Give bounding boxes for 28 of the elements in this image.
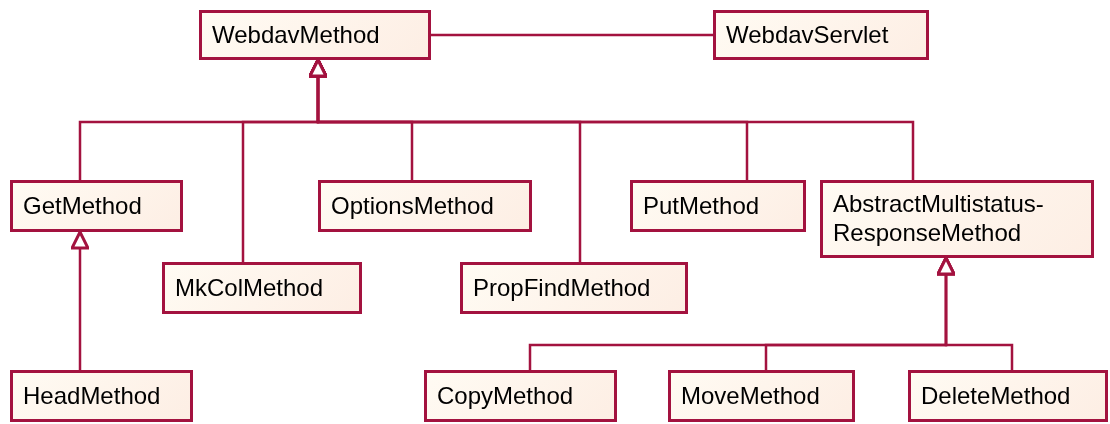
class-box <box>162 262 362 314</box>
class-box <box>10 370 193 422</box>
class-box <box>820 180 1094 258</box>
class-box <box>199 10 431 60</box>
class-box <box>713 10 929 60</box>
class-name: WebdavServlet <box>726 20 890 50</box>
inheritance-arrow <box>936 256 1014 370</box>
class-name: PropFindMethod <box>473 273 652 303</box>
class-name: MkColMethod <box>175 273 325 303</box>
class-box <box>424 370 617 422</box>
class-name: OptionsMethod <box>331 191 495 221</box>
class-name: WebdavMethod <box>212 20 381 50</box>
class-name: HeadMethod <box>23 381 162 411</box>
class-box <box>318 180 532 232</box>
class-box <box>668 370 855 422</box>
class-name: AbstractMultistatus- ResponseMethod <box>833 190 1045 248</box>
class-box <box>908 370 1108 422</box>
class-box <box>10 180 183 232</box>
inheritance-arrow <box>308 58 915 180</box>
inheritance-arrow <box>70 230 90 370</box>
association-line <box>431 33 713 37</box>
class-name: DeleteMethod <box>921 381 1072 411</box>
class-name: MoveMethod <box>681 381 821 411</box>
class-box <box>630 180 806 232</box>
class-box <box>460 262 688 314</box>
class-name: CopyMethod <box>437 381 575 411</box>
class-name: GetMethod <box>23 191 143 221</box>
class-name: PutMethod <box>643 191 761 221</box>
